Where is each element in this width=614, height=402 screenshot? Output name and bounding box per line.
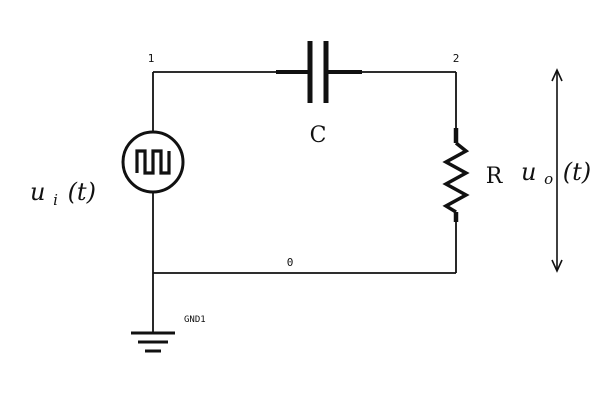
ground-label: GND1 — [184, 315, 206, 325]
capacitor-label: C — [310, 123, 327, 148]
output-signal-arg: (t) — [563, 158, 591, 186]
output-voltage-arrow — [551, 68, 563, 273]
output-signal-label: u o (t) — [521, 158, 591, 190]
node-label-1: 1 — [148, 52, 155, 65]
output-signal-sub: o — [544, 170, 553, 188]
resistor-symbol — [442, 128, 470, 222]
wires — [152, 71, 457, 333]
resistor-label: R — [486, 164, 504, 189]
capacitor-symbol — [276, 41, 362, 103]
input-signal-sub: i — [53, 191, 58, 209]
input-signal-base: u — [30, 178, 45, 206]
input-signal-arg: (t) — [68, 178, 96, 206]
ground-icon — [131, 331, 175, 353]
square-wave-source-icon — [121, 130, 185, 194]
input-signal-label: u i (t) — [30, 178, 96, 211]
node-label-2: 2 — [453, 52, 460, 65]
node-label-0: 0 — [287, 256, 294, 269]
output-signal-base: u — [521, 158, 536, 186]
